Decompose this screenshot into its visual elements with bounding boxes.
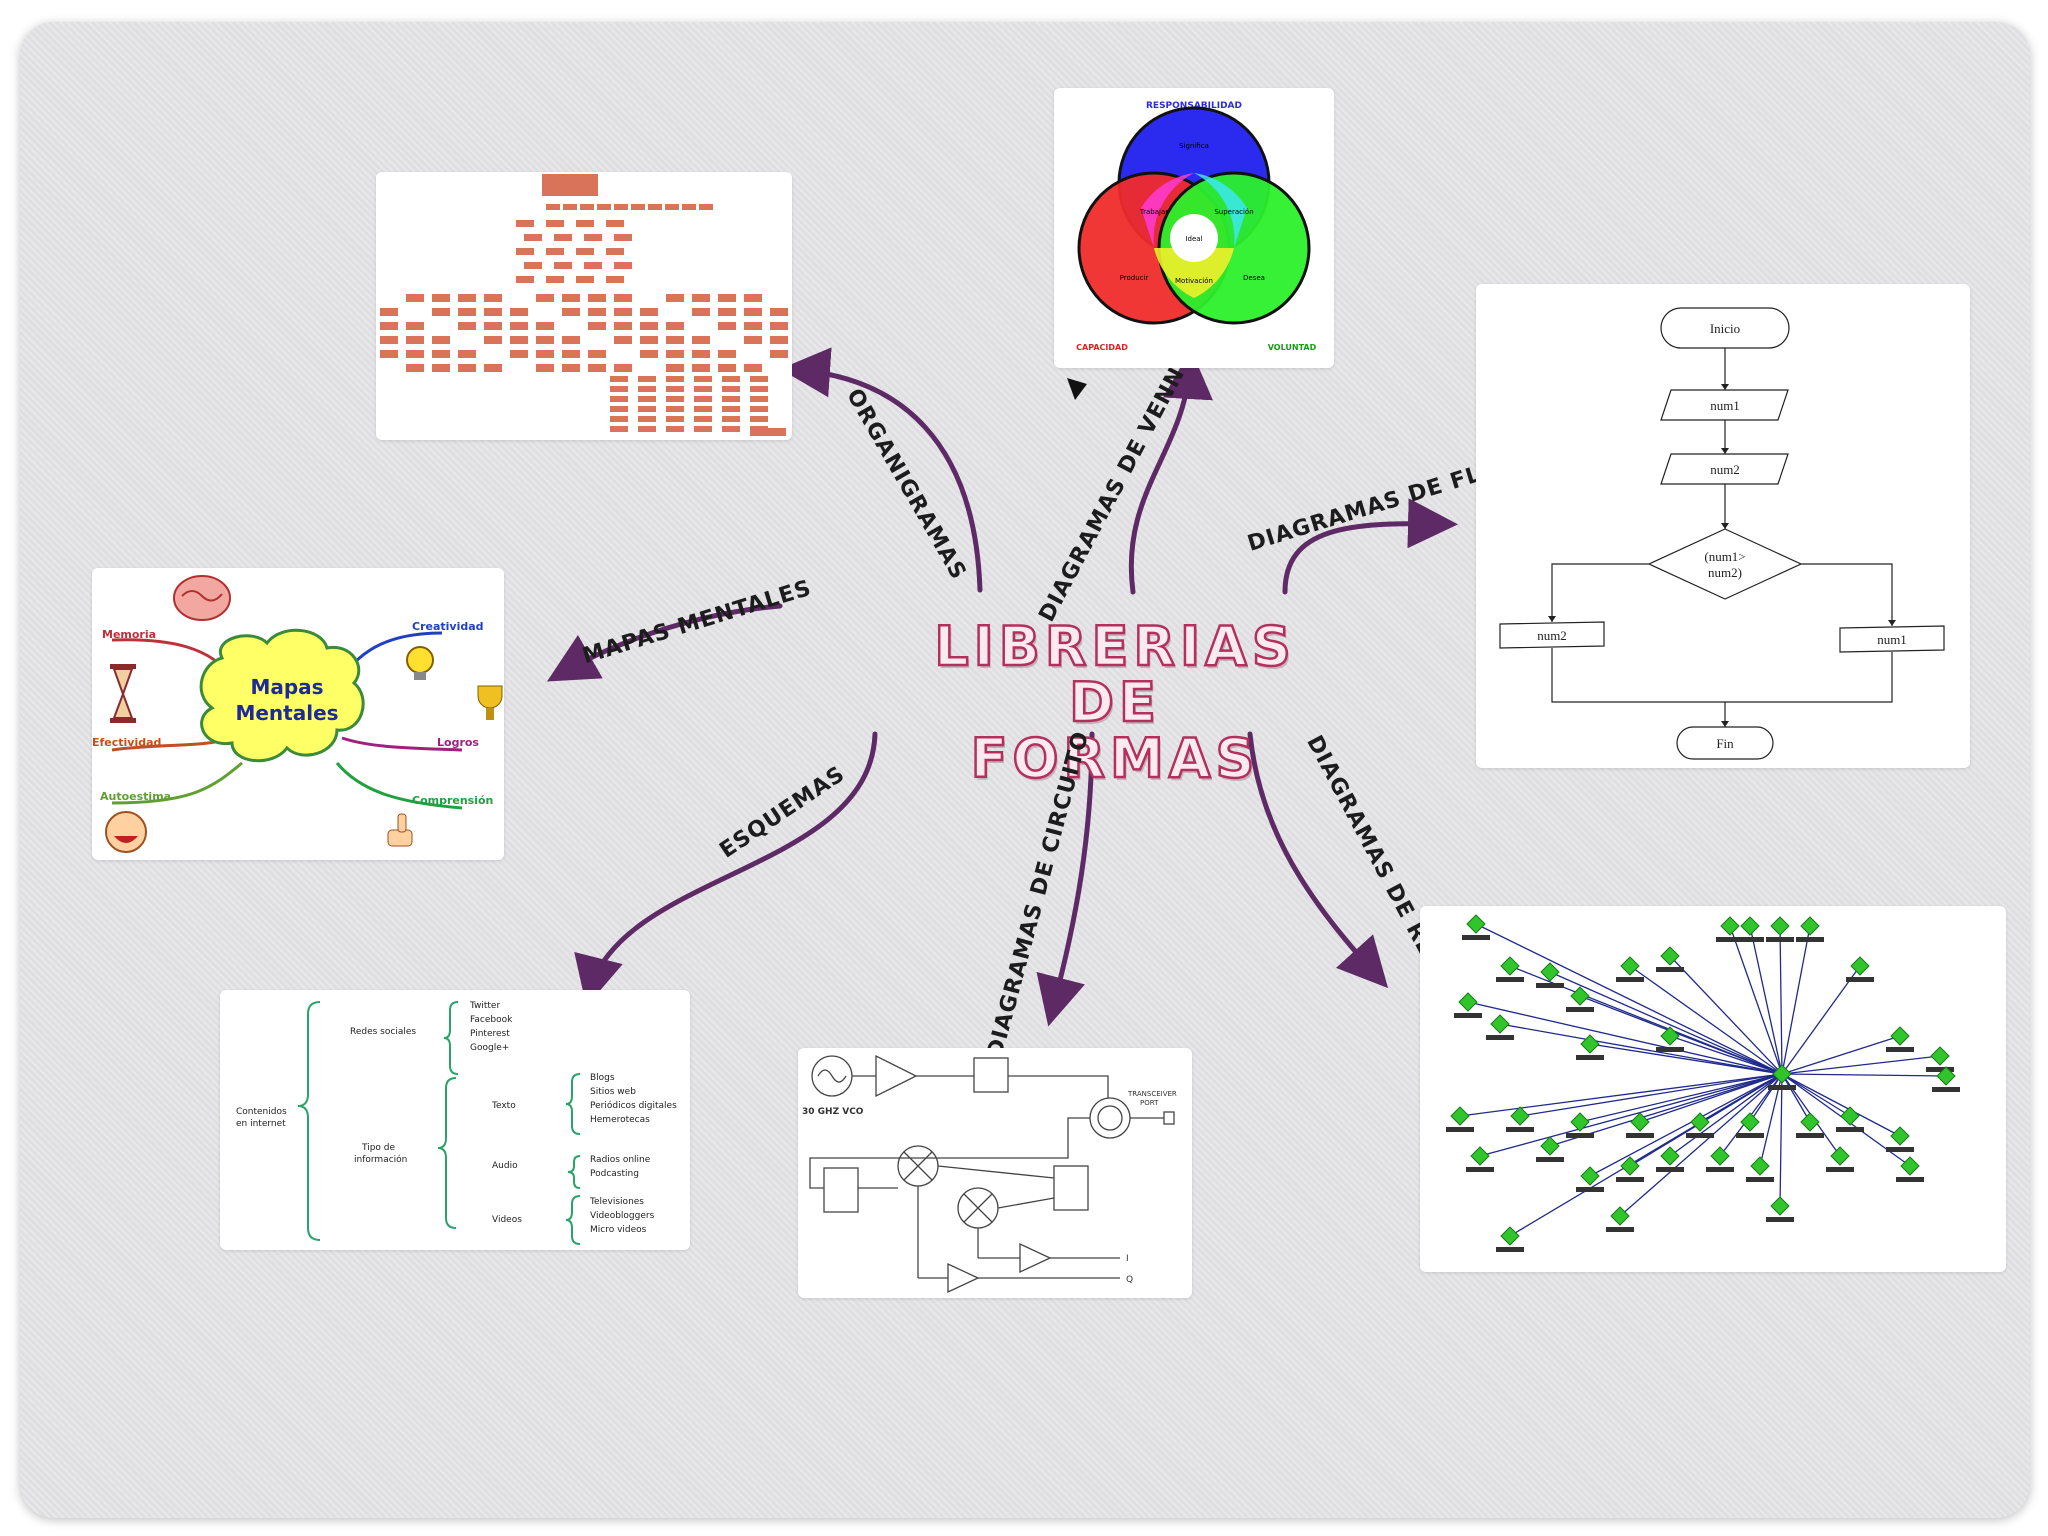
svg-text:Motivación: Motivación (1175, 277, 1213, 285)
svg-text:Desea: Desea (1243, 274, 1265, 282)
svg-text:Periódicos digitales: Periódicos digitales (590, 1100, 677, 1111)
venn-label-left: CAPACIDAD (1076, 343, 1128, 352)
svg-text:en internet: en internet (236, 1119, 286, 1129)
svg-text:Mentales: Mentales (235, 701, 338, 725)
svg-text:Podcasting: Podcasting (590, 1169, 639, 1179)
svg-text:Trabajar: Trabajar (1139, 208, 1168, 216)
title-line-1: LIBRERIAS DE (933, 615, 1296, 734)
thumbs-up-icon (387, 813, 413, 847)
svg-text:Televisiones: Televisiones (589, 1197, 644, 1207)
arrow-organigramas (780, 347, 983, 593)
arrow-mapas (546, 603, 783, 682)
svg-text:Hemerotecas: Hemerotecas (590, 1115, 650, 1125)
network-diagram-image (1420, 906, 2006, 1272)
svg-text:num2): num2) (1708, 565, 1742, 580)
svg-text:Ideal: Ideal (1185, 235, 1202, 243)
venn-diagram-image: RESPONSABILIDAD Significa Producir Desea… (1054, 88, 1334, 368)
trophy-icon (477, 685, 503, 720)
svg-text:Facebook: Facebook (470, 1015, 513, 1025)
arrow-red (1247, 731, 1389, 989)
canvas-board: LIBRERIAS DE FORMAS ORGANIGRAMAS DIAGRAM… (20, 22, 2030, 1518)
svg-text:Creatividad: Creatividad (412, 620, 484, 633)
connector-arrows (546, 347, 1458, 1027)
svg-text:Significa: Significa (1179, 142, 1209, 150)
smiley-icon (105, 811, 147, 853)
brain-icon (173, 575, 231, 621)
circuit-diagram-image: 30 GHZ VCO TRANSCEIVER PORT I Q (798, 1048, 1192, 1298)
flowchart-image: Inicio num1 num2 (num1> num2) num2 num1 … (1476, 284, 1970, 768)
svg-text:Micro videos: Micro videos (590, 1225, 647, 1235)
svg-text:(num1>: (num1> (1704, 549, 1745, 564)
esquema-image: Contenidos en internet Redes sociales Tw… (220, 990, 690, 1250)
svg-text:Texto: Texto (491, 1101, 516, 1111)
svg-text:num2: num2 (1710, 462, 1740, 477)
svg-text:Pinterest: Pinterest (470, 1029, 510, 1039)
svg-text:Fin: Fin (1716, 736, 1734, 751)
svg-text:Logros: Logros (437, 736, 479, 749)
arrow-venn (1128, 349, 1213, 595)
svg-text:Videos: Videos (492, 1215, 522, 1225)
svg-text:Inicio: Inicio (1710, 321, 1740, 336)
arrow-esquemas (574, 731, 878, 1007)
svg-text:Blogs: Blogs (590, 1073, 615, 1083)
svg-text:num1: num1 (1710, 398, 1740, 413)
svg-text:Autoestima: Autoestima (100, 790, 171, 803)
central-title: LIBRERIAS DE FORMAS (895, 615, 1335, 790)
svg-text:I: I (1126, 1254, 1129, 1264)
svg-text:Comprensión: Comprensión (412, 794, 493, 807)
svg-text:PORT: PORT (1140, 1099, 1159, 1107)
svg-text:Tipo de: Tipo de (361, 1143, 396, 1153)
lightbulb-icon (406, 646, 434, 680)
svg-text:Sitios web: Sitios web (590, 1087, 636, 1097)
svg-text:Radios online: Radios online (590, 1155, 651, 1165)
svg-text:Producir: Producir (1120, 274, 1149, 282)
svg-text:Efectividad: Efectividad (92, 736, 161, 749)
svg-text:Memoria: Memoria (102, 628, 156, 641)
svg-text:información: información (354, 1154, 407, 1165)
arrow-flujo (1282, 498, 1458, 595)
svg-text:Superación: Superación (1214, 208, 1253, 216)
svg-text:Contenidos: Contenidos (236, 1107, 287, 1117)
title-line-2: FORMAS (969, 727, 1260, 790)
hourglass-icon (110, 664, 136, 723)
venn-label-right: VOLUNTAD (1268, 343, 1317, 352)
svg-text:num1: num1 (1877, 632, 1907, 647)
svg-text:Mapas: Mapas (250, 675, 323, 699)
svg-text:TRANSCEIVER: TRANSCEIVER (1127, 1090, 1177, 1098)
org-chart-image (376, 172, 792, 440)
svg-text:Audio: Audio (492, 1161, 518, 1171)
svg-text:Videobloggers: Videobloggers (590, 1211, 655, 1221)
small-triangle-marker (1067, 378, 1087, 400)
svg-text:30 GHZ VCO: 30 GHZ VCO (802, 1107, 864, 1117)
svg-text:Google+: Google+ (470, 1043, 509, 1053)
mind-map-image: Mapas Mentales Memoria Creatividad Efect… (92, 568, 504, 860)
svg-text:Twitter: Twitter (469, 1001, 500, 1011)
venn-label-top: RESPONSABILIDAD (1146, 101, 1242, 111)
svg-text:Redes sociales: Redes sociales (350, 1027, 416, 1037)
svg-text:num2: num2 (1537, 628, 1567, 643)
arrow-circuito (1036, 731, 1095, 1027)
svg-text:Q: Q (1126, 1275, 1133, 1285)
